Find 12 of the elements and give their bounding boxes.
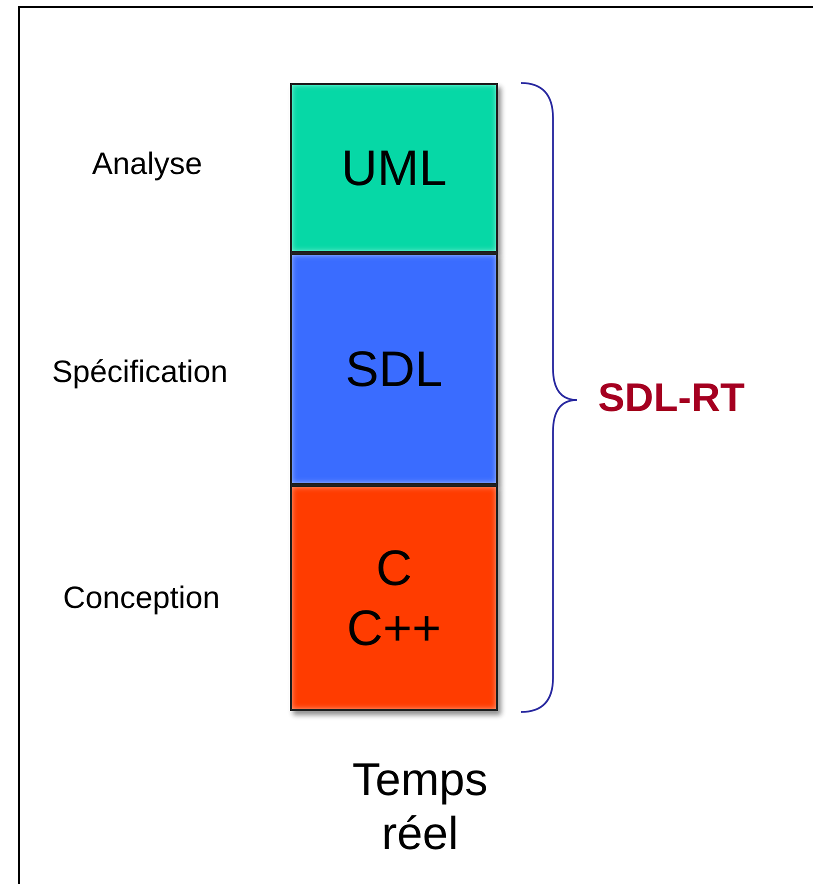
- phase-label: Analyse: [92, 146, 202, 182]
- language-name: SDL-RT: [598, 376, 745, 421]
- language-block: [290, 485, 498, 711]
- language-block: [290, 83, 498, 253]
- block-label: UML: [341, 139, 447, 198]
- caption-text: Temps réel: [351, 752, 489, 860]
- phase-label: Spécification: [52, 354, 228, 390]
- block-label: C++: [346, 599, 442, 658]
- block-label: C: [376, 539, 412, 598]
- language-block: [290, 253, 498, 485]
- block-label: SDL: [345, 340, 443, 399]
- phase-label: Conception: [63, 580, 220, 616]
